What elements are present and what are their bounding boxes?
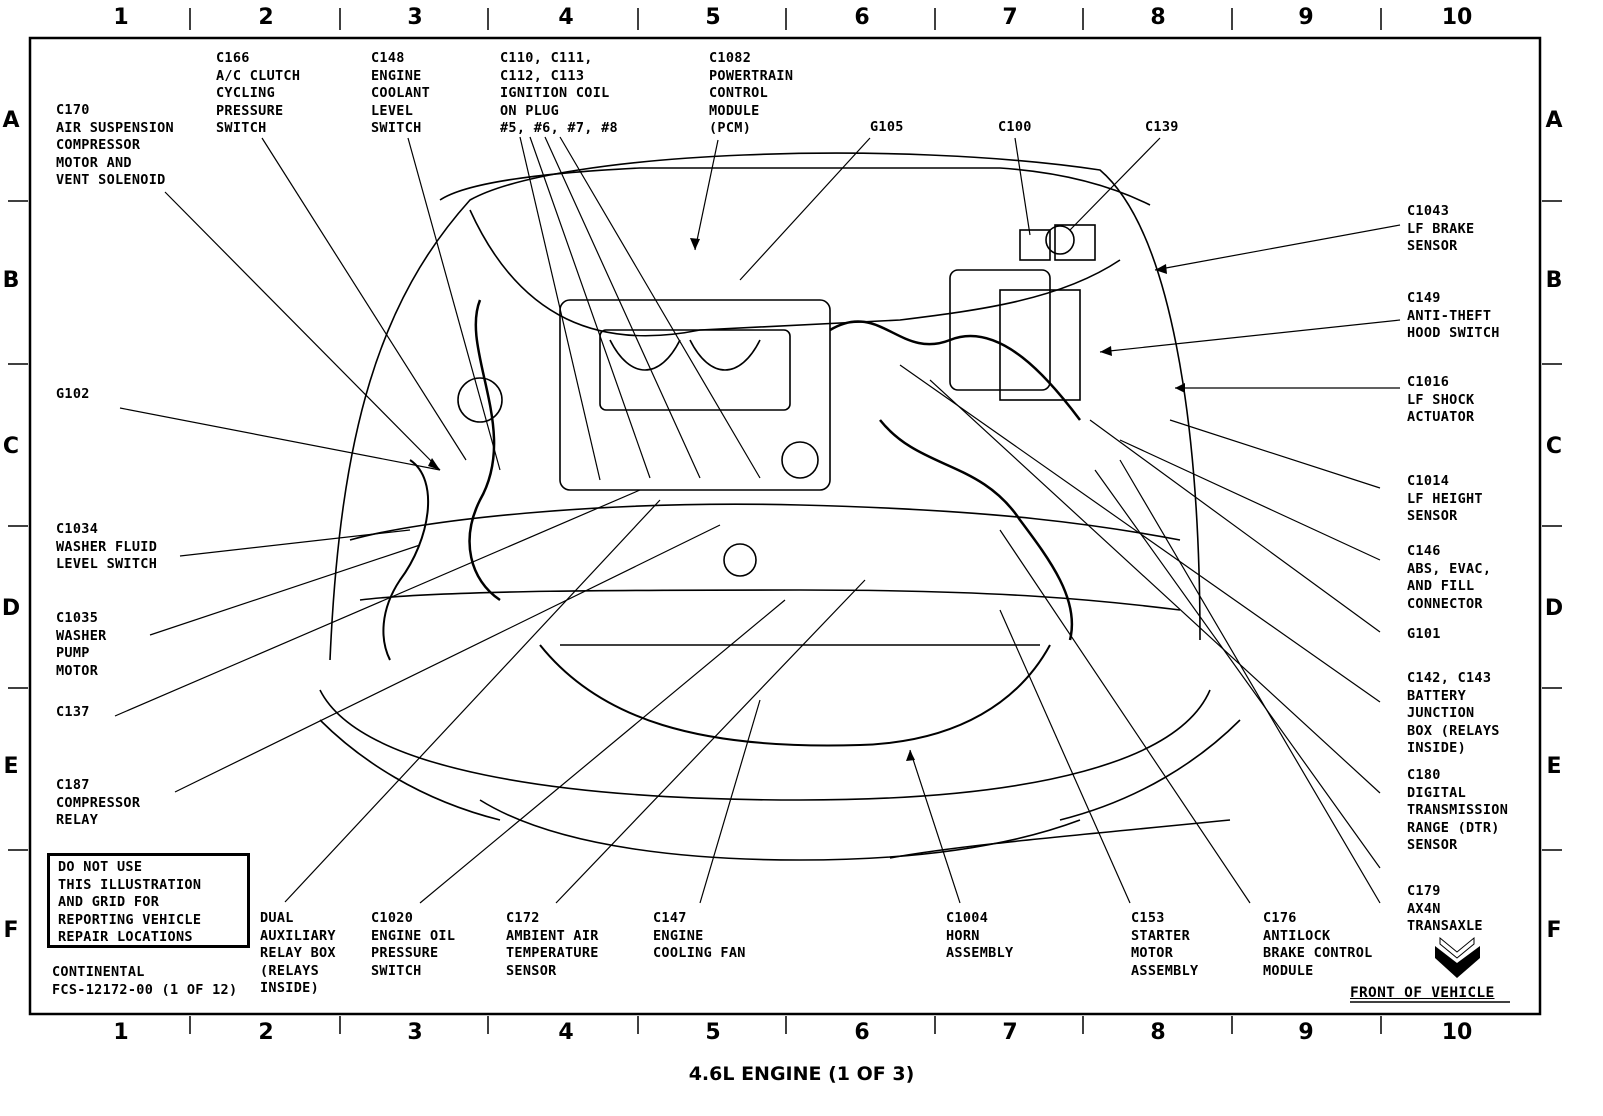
callout-c1034: C1034 WASHER FLUID LEVEL SWITCH — [56, 521, 158, 572]
callout-c139: C139 — [1145, 119, 1179, 135]
callout-c146: C146 ABS, EVAC, AND FILL CONNECTOR — [1407, 543, 1492, 612]
grid-row-left-e: E — [3, 754, 19, 779]
grid-row-left-a: A — [2, 108, 20, 133]
grid-row-left-f: F — [3, 918, 19, 943]
callout-c1004: C1004 HORN ASSEMBLY — [946, 910, 1014, 961]
callout-c100: C100 — [998, 119, 1032, 135]
diagram-title: 4.6L ENGINE (1 OF 3) — [688, 1063, 915, 1085]
callout-c170: C170 AIR SUSPENSION COMPRESSOR MOTOR AND… — [56, 102, 174, 188]
grid-col-bottom-3: 3 — [407, 1020, 423, 1045]
engine-illustration — [319, 152, 1241, 861]
grid-col-bottom-8: 8 — [1150, 1020, 1166, 1045]
callout-c179: C179 AX4N TRANSAXLE — [1407, 883, 1483, 934]
grid-row-left-d: D — [1, 596, 21, 621]
arrowheads — [428, 238, 1185, 761]
grid-col-top-3: 3 — [407, 5, 423, 30]
grid-row-right-f: F — [1546, 918, 1562, 943]
front-of-vehicle-arrow-icon — [1435, 936, 1480, 978]
grid-row-right-a: A — [1545, 108, 1563, 133]
callout-c137: C137 — [56, 704, 90, 720]
grid-col-top-2: 2 — [258, 5, 274, 30]
callout-c149: C149 ANTI-THEFT HOOD SWITCH — [1407, 290, 1500, 341]
callout-c180: C180 DIGITAL TRANSMISSION RANGE (DTR) SE… — [1407, 767, 1509, 853]
callout-c1082: C1082 POWERTRAIN CONTROL MODULE (PCM) — [709, 50, 794, 136]
callout-c1016: C1016 LF SHOCK ACTUATOR — [1407, 374, 1475, 425]
grid-col-bottom-5: 5 — [705, 1020, 721, 1045]
callout-c1014: C1014 LF HEIGHT SENSOR — [1407, 473, 1483, 524]
figure-reference: FCS-12172-00 (1 OF 12) — [52, 982, 238, 998]
grid-col-bottom-2: 2 — [258, 1020, 274, 1045]
callout-g101: G101 — [1407, 626, 1441, 642]
callout-c148: C148 ENGINE COOLANT LEVEL SWITCH — [371, 50, 430, 136]
leader-lines — [114, 136, 1510, 1003]
callout-c187: C187 COMPRESSOR RELAY — [56, 777, 141, 828]
grid-col-top-7: 7 — [1002, 5, 1018, 30]
diagram-frame — [28, 36, 1542, 1016]
grid-col-bottom-7: 7 — [1002, 1020, 1018, 1045]
callout-c172: C172 AMBIENT AIR TEMPERATURE SENSOR — [506, 910, 599, 979]
grid-col-top-4: 4 — [558, 5, 574, 30]
grid-col-top-9: 9 — [1298, 5, 1314, 30]
callout-c176: C176 ANTILOCK BRAKE CONTROL MODULE — [1263, 910, 1373, 979]
callout-c142: C142, C143 BATTERY JUNCTION BOX (RELAYS … — [1407, 670, 1500, 756]
callout-g105: G105 — [870, 119, 904, 135]
grid-col-bottom-1: 1 — [113, 1020, 129, 1045]
callout-dual-auxiliary-relay-box: DUAL AUXILIARY RELAY BOX (RELAYS INSIDE) — [260, 910, 336, 996]
notice-text: DO NOT USE THIS ILLUSTRATION AND GRID FO… — [58, 859, 202, 945]
grid-col-bottom-4: 4 — [558, 1020, 574, 1045]
callout-c110: C110, C111, C112, C113 IGNITION COIL ON … — [500, 50, 618, 136]
grid-row-right-b: B — [1545, 268, 1563, 293]
vehicle-model: CONTINENTAL — [52, 964, 145, 980]
grid-row-left-c: C — [2, 434, 20, 459]
callout-c1035: C1035 WASHER PUMP MOTOR — [56, 610, 107, 679]
grid-row-right-e: E — [1546, 754, 1562, 779]
grid-col-bottom-9: 9 — [1298, 1020, 1314, 1045]
grid-col-bottom-6: 6 — [854, 1020, 870, 1045]
grid-col-top-8: 8 — [1150, 5, 1166, 30]
callout-g102: G102 — [56, 386, 90, 402]
grid-ticks — [8, 8, 1562, 1034]
callout-c1020: C1020 ENGINE OIL PRESSURE SWITCH — [371, 910, 456, 979]
grid-col-top-6: 6 — [854, 5, 870, 30]
grid-col-top-5: 5 — [705, 5, 721, 30]
grid-row-right-c: C — [1545, 434, 1563, 459]
grid-col-bottom-10: 10 — [1441, 1020, 1473, 1045]
grid-col-top-1: 1 — [113, 5, 129, 30]
do-not-use-notice: DO NOT USE THIS ILLUSTRATION AND GRID FO… — [47, 853, 250, 948]
grid-row-left-b: B — [2, 268, 20, 293]
callout-c153: C153 STARTER MOTOR ASSEMBLY — [1131, 910, 1199, 979]
grid-row-right-d: D — [1544, 596, 1564, 621]
callout-c1043: C1043 LF BRAKE SENSOR — [1407, 203, 1475, 254]
grid-col-top-10: 10 — [1441, 5, 1473, 30]
front-of-vehicle-label: FRONT OF VEHICLE — [1350, 985, 1495, 1001]
callout-c166: C166 A/C CLUTCH CYCLING PRESSURE SWITCH — [216, 50, 301, 136]
callout-c147: C147 ENGINE COOLING FAN — [653, 910, 746, 961]
